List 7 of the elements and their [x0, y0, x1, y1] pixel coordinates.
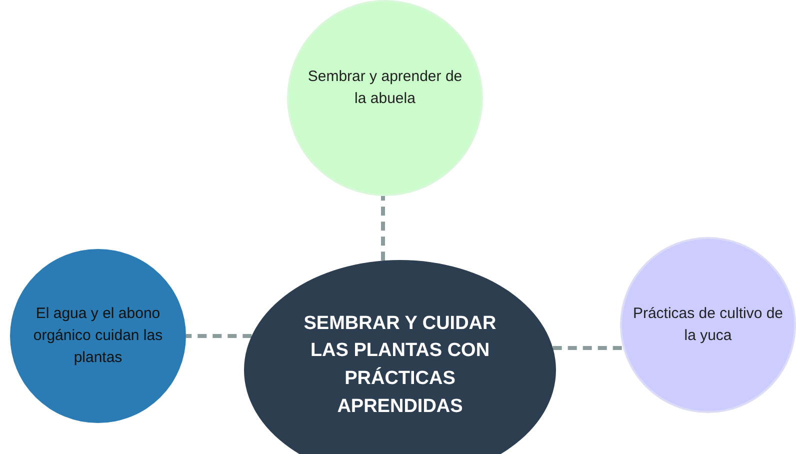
- dashed-connector: [552, 346, 624, 350]
- node-label: El agua y el abono orgánico cuidan las plantas: [32, 304, 164, 368]
- node-label: Prácticas de cultivo de la yuca: [632, 304, 784, 346]
- dashed-connector: [186, 334, 252, 338]
- dashed-connector: [381, 196, 385, 261]
- node-label: Sembrar y aprender de la abuela: [306, 67, 464, 109]
- node-label: SEMBRAR Y CUIDAR LAS PLANTAS CON PRÁCTICAS APRENDIDAS: [302, 312, 498, 419]
